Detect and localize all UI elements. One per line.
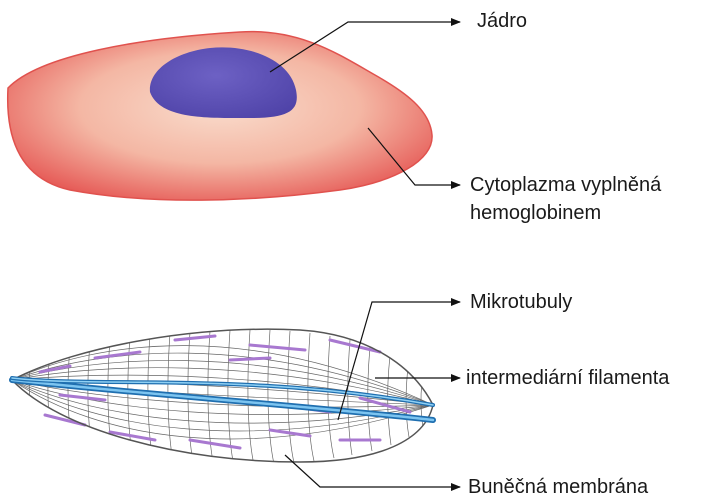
membrane-leader-line [285,455,460,487]
nucleus-label: Jádro [477,9,527,33]
membrane-label: Buněčná membrána [468,475,648,499]
cytoplasm-label-line1: Cytoplazma vyplněná [470,173,661,197]
microtubules-label: Mikrotubuly [470,290,572,314]
filaments-label: intermediární filamenta [466,366,669,390]
cytoplasm-label-line2: hemoglobinem [470,201,601,225]
microtubules-leader-line [338,302,460,420]
